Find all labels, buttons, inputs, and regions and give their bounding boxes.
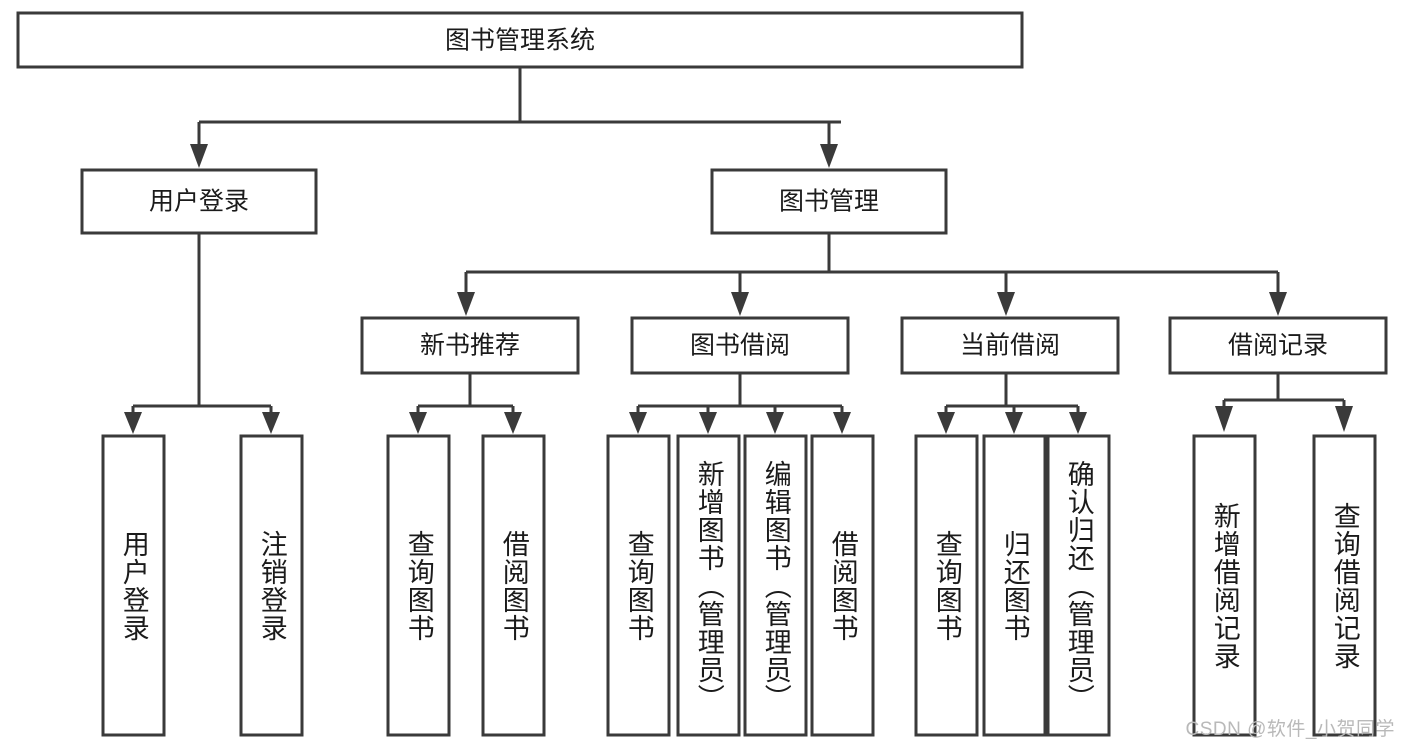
leaf-label-query-borrow-record: 查询借阅记录 xyxy=(1329,501,1360,670)
leaf-label-borrow-book-2-wrap: 借阅图书 xyxy=(812,436,873,735)
node-leaf-edit-book-box[interactable] xyxy=(743,434,808,737)
node-current-borrow-label: 当前借阅 xyxy=(960,332,1060,360)
leaf-label-query-book-3-wrap: 查询图书 xyxy=(916,436,977,735)
leaf-label-return-book: 归还图书 xyxy=(999,529,1030,642)
node-leaf-add-borrow-record-box[interactable] xyxy=(1192,434,1257,737)
leaf-label-query-book-1: 查询图书 xyxy=(403,529,434,642)
leaf-label-add-borrow-record-wrap: 新增借阅记录 xyxy=(1194,436,1255,735)
leaf-label-borrow-book-1-wrap: 借阅图书 xyxy=(483,436,544,735)
node-leaf-query-book-2-box[interactable] xyxy=(606,434,671,737)
node-user-login-box[interactable] xyxy=(80,168,318,235)
node-new-book-recommend-box[interactable] xyxy=(360,316,580,375)
arrow-head-leaf-return-book xyxy=(1005,412,1023,434)
arrow-head-leaf-add-borrow-record xyxy=(1215,406,1233,432)
leaf-label-user-login: 用户登录 xyxy=(118,529,149,642)
csdn-watermark: CSDN @软件_小贺同学 xyxy=(1185,719,1395,740)
leaf-label-add-book-wrap: 新增图书（管理员） xyxy=(678,436,739,735)
arrow-head-current-borrow xyxy=(997,292,1015,316)
arrow-head-leaf-query-borrow-record xyxy=(1335,406,1353,432)
connector-group-userlogin-to-leaves xyxy=(124,233,280,434)
leaf-label-add-borrow-record: 新增借阅记录 xyxy=(1209,501,1240,670)
connector-group-bookborrow-to-leaves xyxy=(629,373,851,434)
node-leaf-user-login-box[interactable] xyxy=(101,434,166,737)
arrow-head-new-book-recommend xyxy=(457,292,475,316)
leaf-boxes-group xyxy=(101,434,1377,737)
connector-group-bookmgmt-to-level3 xyxy=(457,233,1287,316)
leaf-label-add-book: 新增图书（管理员） xyxy=(693,459,724,712)
node-leaf-query-book-1-box[interactable] xyxy=(386,434,451,737)
node-leaf-borrow-book-2-box[interactable] xyxy=(810,434,875,737)
leaf-label-user-login-wrap: 用户登录 xyxy=(103,436,164,735)
arrow-head-leaf-query-book-3 xyxy=(937,412,955,434)
arrow-head-book-management xyxy=(820,144,838,168)
node-root[interactable]: 图书管理系统 xyxy=(16,11,1024,69)
leaf-label-borrow-book-2: 借阅图书 xyxy=(827,529,858,642)
node-borrow-record-label: 借阅记录 xyxy=(1228,332,1328,360)
leaf-label-logout-wrap: 注销登录 xyxy=(241,436,302,735)
node-book-management[interactable]: 图书管理 xyxy=(710,168,948,235)
node-root-label: 图书管理系统 xyxy=(445,27,595,55)
arrow-head-leaf-borrow-book-2 xyxy=(833,412,851,434)
connector-group-root-to-level2 xyxy=(190,67,841,168)
leaf-label-borrow-book-1: 借阅图书 xyxy=(498,529,529,642)
connector-group-currentborrow-to-leaves xyxy=(937,373,1087,434)
arrow-head-leaf-confirm-return xyxy=(1069,412,1087,434)
leaf-label-query-book-1-wrap: 查询图书 xyxy=(388,436,449,735)
leaf-label-query-book-2-wrap: 查询图书 xyxy=(608,436,669,735)
arrow-head-book-borrow xyxy=(731,292,749,316)
leaf-label-query-book-2: 查询图书 xyxy=(623,529,654,642)
connector-group-borrowrecord-to-leaves xyxy=(1215,373,1353,432)
connector-group-newbook-to-leaves xyxy=(409,373,522,434)
leaf-label-return-book-wrap: 归还图书 xyxy=(984,436,1045,735)
node-borrow-record[interactable]: 借阅记录 xyxy=(1168,316,1388,375)
arrow-head-leaf-add-book xyxy=(699,412,717,434)
arrow-head-leaf-user-login xyxy=(124,412,142,434)
node-leaf-logout-box[interactable] xyxy=(239,434,304,737)
arrow-head-leaf-query-book-1 xyxy=(409,412,427,434)
leaf-label-confirm-return-wrap: 确认归还（管理员） xyxy=(1048,436,1109,735)
node-leaf-confirm-return-box[interactable] xyxy=(1046,434,1111,737)
arrow-head-leaf-logout xyxy=(262,412,280,434)
leaf-label-edit-book-wrap: 编辑图书（管理员） xyxy=(745,436,806,735)
node-new-book-recommend[interactable]: 新书推荐 xyxy=(360,316,580,375)
node-current-borrow[interactable]: 当前借阅 xyxy=(900,316,1120,375)
node-leaf-query-borrow-record-box[interactable] xyxy=(1312,434,1377,737)
node-root-box[interactable] xyxy=(16,11,1024,69)
arrow-head-leaf-edit-book xyxy=(766,412,784,434)
node-book-borrow-box[interactable] xyxy=(630,316,850,375)
leaf-label-query-borrow-record-wrap: 查询借阅记录 xyxy=(1314,436,1375,735)
node-book-borrow-label: 图书借阅 xyxy=(690,332,790,360)
leaf-label-edit-book: 编辑图书（管理员） xyxy=(760,459,791,712)
arrow-head-user-login xyxy=(190,144,208,168)
node-leaf-add-book-box[interactable] xyxy=(676,434,741,737)
arrow-head-leaf-borrow-book-1 xyxy=(504,412,522,434)
node-new-book-recommend-label: 新书推荐 xyxy=(420,332,520,360)
node-user-login-label: 用户登录 xyxy=(149,188,249,216)
arrow-head-borrow-record xyxy=(1269,292,1287,316)
arrow-head-leaf-query-book-2 xyxy=(629,412,647,434)
node-book-borrow[interactable]: 图书借阅 xyxy=(630,316,850,375)
node-current-borrow-box[interactable] xyxy=(900,316,1120,375)
node-book-management-box[interactable] xyxy=(710,168,948,235)
node-leaf-query-book-3-box[interactable] xyxy=(914,434,979,737)
node-leaf-borrow-book-1-box[interactable] xyxy=(481,434,546,737)
leaf-label-query-book-3: 查询图书 xyxy=(931,529,962,642)
node-leaf-return-book-box[interactable] xyxy=(982,434,1047,737)
leaf-label-logout: 注销登录 xyxy=(256,529,287,642)
node-borrow-record-box[interactable] xyxy=(1168,316,1388,375)
leaf-label-confirm-return: 确认归还（管理员） xyxy=(1063,459,1094,712)
node-user-login[interactable]: 用户登录 xyxy=(80,168,318,235)
node-book-management-label: 图书管理 xyxy=(779,188,879,216)
